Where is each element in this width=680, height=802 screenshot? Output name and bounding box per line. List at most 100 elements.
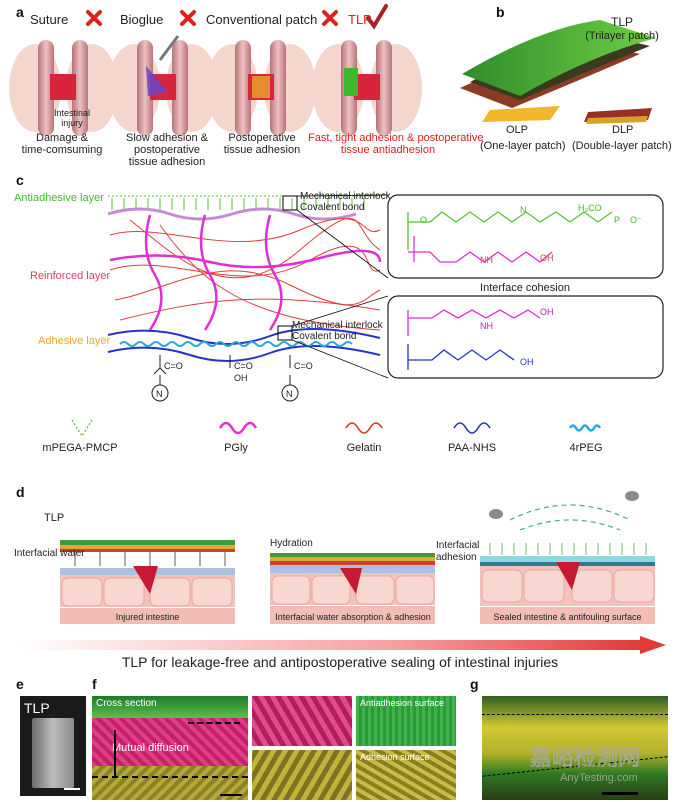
tlp-name: TLP	[610, 15, 633, 29]
adhesive-zoom-image	[252, 750, 352, 800]
watermark-cn: 嘉峪检测网	[530, 745, 641, 770]
zoom-bottom-structure	[407, 309, 541, 370]
suture-title: Suture	[30, 12, 69, 27]
interfacial-water-label: Interfacial water	[14, 548, 85, 559]
chem-co-1: C=O	[164, 361, 183, 371]
step1-caption: Injured intestine	[115, 612, 180, 622]
dlp-name: DLP	[612, 124, 634, 136]
legend-paa-label: PAA-NHS	[447, 442, 497, 454]
cell-icon-1	[489, 509, 503, 519]
chem-n-1: N	[156, 389, 163, 399]
adhesion-surface-image: Adhesion surface	[356, 750, 456, 800]
chem-o-minus: O⁻	[630, 215, 642, 225]
olp-name: OLP	[506, 124, 529, 136]
panel-b-patches	[460, 20, 656, 124]
intestinal-injury-label-1: Intestinal	[53, 108, 91, 118]
tlp-photo-label: TLP	[24, 700, 50, 716]
adhesive-layer-label: Adhesive layer	[38, 335, 111, 347]
patch-fail-icon	[322, 10, 338, 26]
conventional-patch-title: Conventional patch	[206, 12, 318, 27]
suture-caption-2: time-comsuming	[21, 144, 103, 156]
watermark-en: AnyTesting.com	[560, 772, 638, 784]
legend-gelatin-label: Gelatin	[346, 442, 382, 454]
bioglue-title: Bioglue	[120, 12, 164, 27]
scale-bar-e	[64, 788, 80, 790]
antiadhesive-layer-label: Antiadhesive layer	[14, 192, 104, 204]
hydration-label: Hydration	[270, 538, 313, 549]
legend-swatch-gelatin	[345, 422, 383, 434]
interlock-label-bottom: Mechanical interlock	[292, 320, 383, 331]
chem-o-1: O	[420, 215, 428, 225]
suture-caption-1: Damage &	[36, 132, 88, 144]
interfacial-adhesion-1: Interfacial	[436, 540, 480, 551]
chem-co-2: C=O	[234, 361, 253, 371]
tlp-title: TLP	[348, 12, 372, 27]
dlp-subtitle: (Double-layer patch)	[572, 140, 672, 152]
tlp-caption-2: tissue antiadhesion	[340, 144, 436, 156]
chem-n-2: N	[286, 389, 293, 399]
panel-d-letter: d	[16, 484, 25, 500]
legend-swatch-pgly	[218, 421, 258, 435]
chem-nh-2: NH	[480, 321, 493, 331]
chem-oh-1: OH	[540, 253, 554, 263]
bioglue-caption-3: tissue adhesion	[128, 156, 206, 168]
panel-a-intestine-tlp	[312, 40, 422, 136]
antiadhesion-surface-image: Antiadhesion surface	[356, 696, 456, 746]
panel-d-step3	[480, 491, 655, 624]
bioglue-caption-2: postoperative	[133, 144, 201, 156]
interlock-label-top: Mechanical interlock	[300, 191, 391, 202]
panel-a-intestine-bioglue	[108, 35, 218, 136]
legend-swatch-paa	[453, 422, 491, 434]
chem-co-3: C=O	[294, 361, 313, 371]
intestinal-injury-label-2: injury	[61, 118, 83, 128]
interfacial-adhesion-2: adhesion	[436, 552, 477, 563]
panel-f-letter: f	[92, 676, 97, 692]
fluorescence-image	[482, 696, 668, 800]
panel-d-banner-text: TLP for leakage-free and antipostoperati…	[121, 654, 559, 670]
legend-swatch-mpega	[71, 419, 93, 438]
chem-h3co: H₃CO	[578, 203, 602, 213]
covalent-label-top: Covalent bond	[300, 202, 365, 213]
panel-b-letter: b	[496, 4, 505, 20]
reinforced-layer-label: Reinforced layer	[30, 270, 111, 282]
interface-cohesion-label: Interface cohesion	[480, 282, 570, 294]
panel-d-step2	[270, 553, 435, 624]
panel-c-letter: c	[16, 172, 24, 188]
panel-d-step1	[60, 540, 235, 624]
patch-caption-2: tissue adhesion	[223, 144, 301, 156]
legend-pgly-label: PGly	[224, 442, 248, 454]
panel-d-banner-bar	[16, 640, 640, 650]
tlp-pass-icon	[366, 4, 388, 30]
bioglue-fail-icon	[180, 10, 196, 26]
patch-caption-1: Postoperative	[228, 132, 296, 144]
tlp-caption-1: Fast, tight adhesion & postoperative	[308, 132, 484, 144]
adhesion-surface-label: Adhesion surface	[360, 752, 430, 762]
bioglue-caption-1: Slow adhesion &	[126, 132, 208, 144]
mutual-diffusion-label: Mutual diffusion	[112, 742, 189, 754]
cross-section-label: Cross section	[96, 698, 157, 709]
panel-d-banner-arrow	[640, 636, 666, 654]
panel-a-letter: a	[16, 4, 24, 20]
step3-caption: Sealed intestine & antifouling surface	[493, 612, 642, 622]
reinforced-zoom-image	[252, 696, 352, 746]
chem-oh-3: OH	[520, 357, 534, 367]
panel-e-letter: e	[16, 676, 24, 692]
cell-icon-2	[625, 491, 639, 501]
panel-g-letter: g	[470, 676, 479, 692]
interface-zoom-box-bottom	[387, 295, 664, 379]
chem-p: P	[614, 215, 621, 225]
legend-swatch-4rpeg	[568, 424, 602, 432]
chem-nh-1: NH	[480, 255, 493, 265]
chem-n-plus: N	[520, 205, 527, 215]
panel-a-intestine-suture	[9, 40, 118, 136]
chem-oh-2: OH	[540, 307, 554, 317]
panel-a-intestine-patch	[206, 40, 316, 136]
tlp-photo: TLP	[20, 696, 86, 796]
tlp-patch-label: TLP	[44, 512, 65, 524]
interface-zoom-box-top	[387, 194, 664, 279]
zoom-top-structure	[407, 211, 613, 263]
tlp-subtitle: (Trilayer patch)	[585, 30, 659, 42]
covalent-label-bottom: Covalent bond	[292, 331, 357, 342]
antiadhesion-surface-label: Antiadhesion surface	[360, 698, 445, 708]
